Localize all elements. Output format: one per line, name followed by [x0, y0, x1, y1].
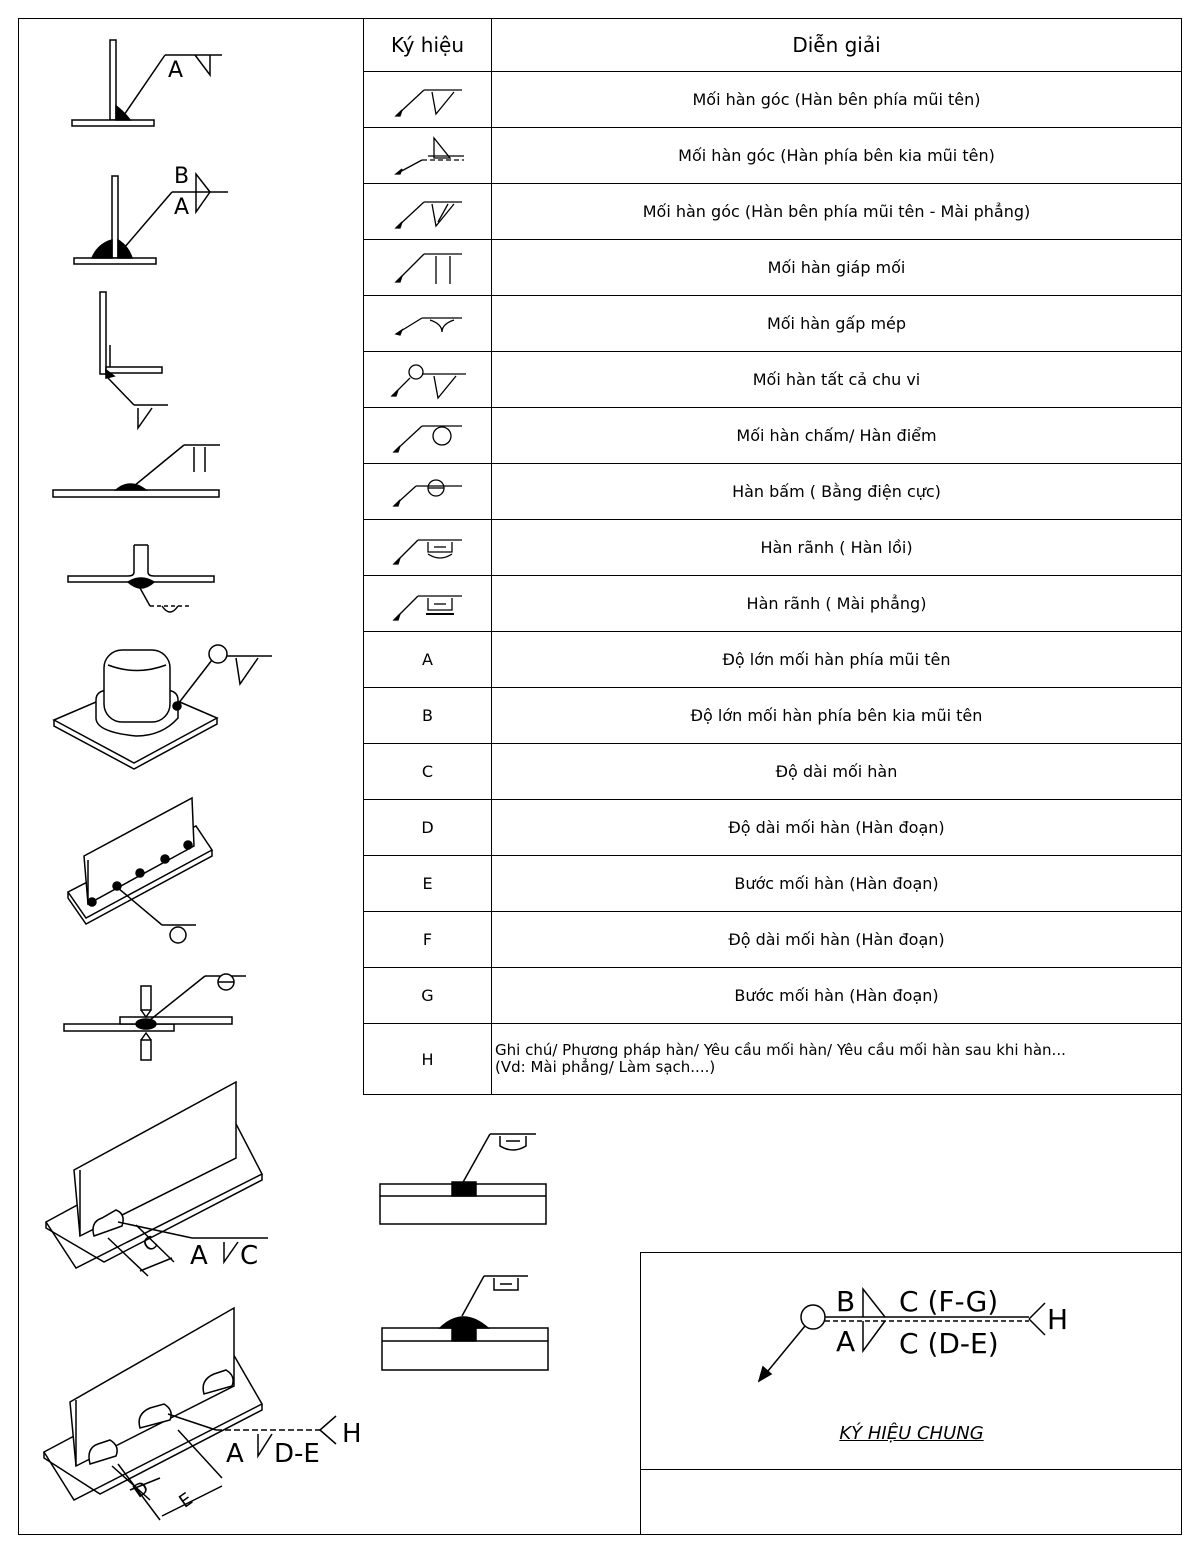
header-symbol: Ký hiệu [363, 18, 492, 72]
table-row: Hàn bấm ( Bằng điện cực) [363, 463, 1182, 520]
table-row: Hàn rãnh ( Hàn lồi) [363, 519, 1182, 576]
table-row: Mối hàn góc (Hàn bên phía mũi tên) [363, 71, 1182, 128]
table-row: Mối hàn tất cả chu vi [363, 351, 1182, 408]
row-description: Mối hàn góc (Hàn phía bên kia mũi tên) [491, 127, 1182, 184]
general-label-a: A [836, 1325, 855, 1358]
weld-all-around-icon [363, 351, 492, 408]
general-caption: KÝ HIỆU CHUNG [839, 1423, 984, 1444]
general-label-bottom: C (D-E) [899, 1327, 999, 1360]
seam-weld-icon [363, 463, 492, 520]
svg-text:B: B [174, 164, 189, 189]
butt-weld-icon [363, 239, 492, 296]
row-description: Ghi chú/ Phương pháp hàn/ Yêu cầu mối hà… [491, 1023, 1182, 1095]
note-line-1: Ghi chú/ Phương pháp hàn/ Yêu cầu mối hà… [495, 1041, 1066, 1059]
row-description: Mối hàn góc (Hàn bên phía mũi tên - Mài … [491, 183, 1182, 240]
svg-text:C: C [240, 1241, 258, 1271]
row-letter: F [363, 911, 492, 968]
row-letter: D [363, 799, 492, 856]
table-row: H Ghi chú/ Phương pháp hàn/ Yêu cầu mối … [363, 1023, 1182, 1095]
general-weld-symbol: B A C (F-G) C (D-E) H [757, 1285, 1068, 1383]
plug-weld-flush-drawing [381, 1275, 549, 1371]
plug-weld-convex-icon [363, 519, 492, 576]
header-description: Diễn giải [491, 18, 1182, 72]
spot-weld-drawing [66, 796, 214, 944]
plug-weld-flush-icon [363, 575, 492, 632]
row-description: Mối hàn tất cả chu vi [491, 351, 1182, 408]
row-description: Bước mối hàn (Hàn đoạn) [491, 967, 1182, 1024]
row-description: Độ dài mối hàn (Hàn đoạn) [491, 911, 1182, 968]
general-label-top: C (F-G) [899, 1285, 998, 1318]
row-description: Mối hàn chấm/ Hàn điểm [491, 407, 1182, 464]
general-symbol-box: B A C (F-G) C (D-E) H KÝ HIỆU CHUNG [640, 1252, 1182, 1535]
note-line-2: (Vd: Mài phẳng/ Làm sạch....) [495, 1058, 716, 1076]
double-fillet-drawing: B A [73, 164, 228, 265]
svg-text:H: H [342, 1419, 362, 1449]
fillet-weld-drawing: A [71, 39, 222, 127]
row-letter: E [363, 855, 492, 912]
table-row: Mối hàn gấp mép [363, 295, 1182, 352]
svg-text:A: A [190, 1241, 208, 1271]
row-description: Mối hàn giáp mối [491, 239, 1182, 296]
general-label-h: H [1047, 1303, 1068, 1336]
fillet-length-drawing: A C C [44, 1080, 268, 1277]
table-row: Mối hàn chấm/ Hàn điểm [363, 407, 1182, 464]
intermittent-weld-drawing: A D-E H D E [42, 1306, 362, 1521]
table-row: Mối hàn giáp mối [363, 239, 1182, 296]
row-letter: C [363, 743, 492, 800]
row-description: Độ lớn mối hàn phía bên kia mũi tên [491, 687, 1182, 744]
row-description: Hàn rãnh ( Hàn lồi) [491, 519, 1182, 576]
corner-weld-drawing [99, 291, 168, 431]
table-header: Ký hiệu Diễn giải [363, 18, 1182, 72]
table-row: Mối hàn góc (Hàn phía bên kia mũi tên) [363, 127, 1182, 184]
svg-text:A: A [168, 58, 183, 83]
all-around-drawing [52, 644, 272, 770]
row-description: Hàn bấm ( Bằng điện cực) [491, 463, 1182, 520]
title-block-divider [641, 1469, 1182, 1470]
row-description: Độ lớn mối hàn phía mũi tên [491, 631, 1182, 688]
svg-text:A: A [174, 195, 189, 220]
row-letter: B [363, 687, 492, 744]
svg-text:C: C [139, 1232, 161, 1256]
flare-weld-icon [363, 295, 492, 352]
row-description: Mối hàn góc (Hàn bên phía mũi tên) [491, 71, 1182, 128]
fillet-other-side-icon [363, 127, 492, 184]
fillet-arrow-side-icon [363, 71, 492, 128]
butt-weld-drawing [52, 444, 220, 498]
seam-weld-drawing [63, 973, 246, 1061]
table-row: Mối hàn góc (Hàn bên phía mũi tên - Mài … [363, 183, 1182, 240]
table-row: Hàn rãnh ( Mài phẳng) [363, 575, 1182, 632]
svg-text:D-E: D-E [274, 1439, 320, 1469]
row-description: Bước mối hàn (Hàn đoạn) [491, 855, 1182, 912]
row-letter: G [363, 967, 492, 1024]
general-label-b: B [836, 1285, 855, 1318]
svg-text:A: A [226, 1439, 244, 1469]
row-description: Độ dài mối hàn (Hàn đoạn) [491, 799, 1182, 856]
weld-symbol-table: Ký hiệu Diễn giải Mối hàn góc (Hàn bên p… [363, 18, 1182, 1095]
row-letter: A [363, 631, 492, 688]
row-description: Mối hàn gấp mép [491, 295, 1182, 352]
fillet-flush-icon [363, 183, 492, 240]
row-description: Độ dài mối hàn [491, 743, 1182, 800]
row-description: Hàn rãnh ( Mài phẳng) [491, 575, 1182, 632]
spot-weld-icon [363, 407, 492, 464]
row-letter: H [363, 1023, 492, 1095]
plug-weld-convex-drawing [379, 1133, 547, 1225]
flare-weld-drawing [67, 544, 215, 613]
